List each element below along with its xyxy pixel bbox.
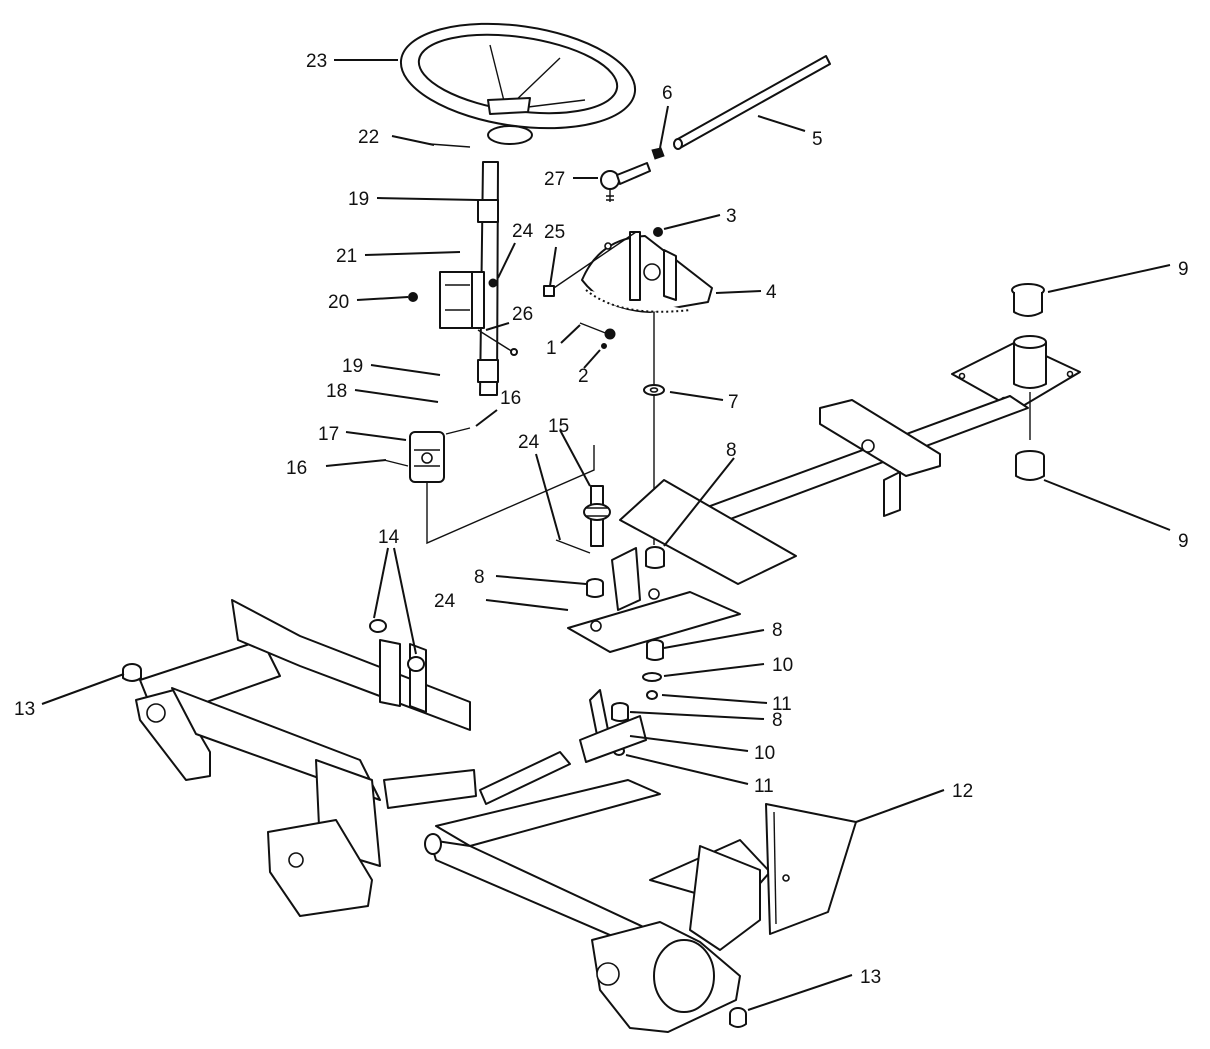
callout-17: 17: [318, 424, 339, 445]
callout-10-upper: 10: [772, 655, 793, 676]
jam-nut: [651, 147, 665, 160]
frame-pivot-bushings: [369, 619, 425, 672]
front-bumper-plate: [765, 803, 857, 935]
main-frame: [135, 599, 771, 1033]
callout-13-left: 13: [14, 699, 35, 720]
callout-27: 27: [544, 169, 565, 190]
callout-1: 1: [546, 338, 557, 359]
lower-bushing: [1015, 450, 1045, 481]
callout-19-upper: 19: [348, 189, 369, 210]
callout-23: 23: [306, 51, 327, 72]
leader-lines: [41, 59, 1171, 1011]
callout-20: 20: [328, 292, 349, 313]
callout-25: 25: [544, 222, 565, 243]
callout-15: 15: [548, 416, 569, 437]
callout-19-lower: 19: [342, 356, 363, 377]
u-joint-to-pinion-guide: [426, 445, 595, 545]
upper-bushing: [1011, 283, 1045, 317]
callout-8-right: 8: [772, 620, 783, 641]
callout-11-upper: 11: [772, 694, 792, 715]
steering-support-bracket: [567, 479, 797, 653]
callout-8-lower: 8: [772, 710, 783, 731]
callout-21: 21: [336, 246, 357, 267]
column-nuts: [408, 278, 498, 302]
callout-8-left: 8: [474, 567, 485, 588]
callout-16-lower: 16: [286, 458, 307, 479]
pinion-nut-leader: [555, 539, 591, 554]
spacer-stack: [586, 546, 665, 756]
front-axle-tube: [671, 395, 1029, 535]
callout-24-pinion: 24: [518, 432, 540, 453]
callout-5: 5: [812, 129, 823, 150]
universal-joint: [383, 427, 471, 483]
callout-3: 3: [726, 206, 737, 227]
pinion-gear: [583, 485, 611, 547]
callout-18: 18: [326, 381, 347, 402]
callout-2: 2: [578, 366, 589, 387]
callout-11-lower: 11: [754, 776, 774, 797]
callout-26: 26: [512, 304, 533, 325]
drag-link-rod: [673, 55, 831, 150]
callout-14: 14: [378, 527, 400, 548]
callout-9-top: 9: [1178, 259, 1189, 280]
callout-24-frame: 24: [434, 591, 456, 612]
sector-bolt: [543, 231, 637, 297]
axle-pivot-plate: [951, 335, 1081, 440]
callout-6: 6: [662, 83, 673, 104]
callout-22: 22: [358, 127, 379, 148]
callout-16-upper: 16: [500, 388, 521, 409]
callout-24-column: 24: [512, 221, 534, 242]
ball-joint: [600, 162, 651, 202]
callout-12: 12: [952, 781, 973, 802]
callout-8-upper: 8: [726, 440, 737, 461]
callout-10-lower: 10: [754, 743, 775, 764]
sector-gear: [581, 231, 713, 313]
roll-pin: [429, 143, 471, 148]
callout-labels: 23 22 6 5 27 19 3 24 25 21 4 9 20 26 1 2…: [14, 51, 1189, 988]
wheel-spacer-right: [729, 1007, 747, 1028]
callout-4: 4: [766, 282, 777, 303]
callout-9-bottom: 9: [1178, 531, 1189, 552]
wheel-spacer-left: [122, 663, 142, 682]
steering-column-shaft: [439, 161, 499, 396]
callout-7: 7: [728, 392, 739, 413]
column-bolt: [477, 329, 518, 356]
sector-nuts: [579, 227, 663, 349]
callout-13-right: 13: [860, 967, 881, 988]
steering-wheel: [399, 22, 637, 145]
